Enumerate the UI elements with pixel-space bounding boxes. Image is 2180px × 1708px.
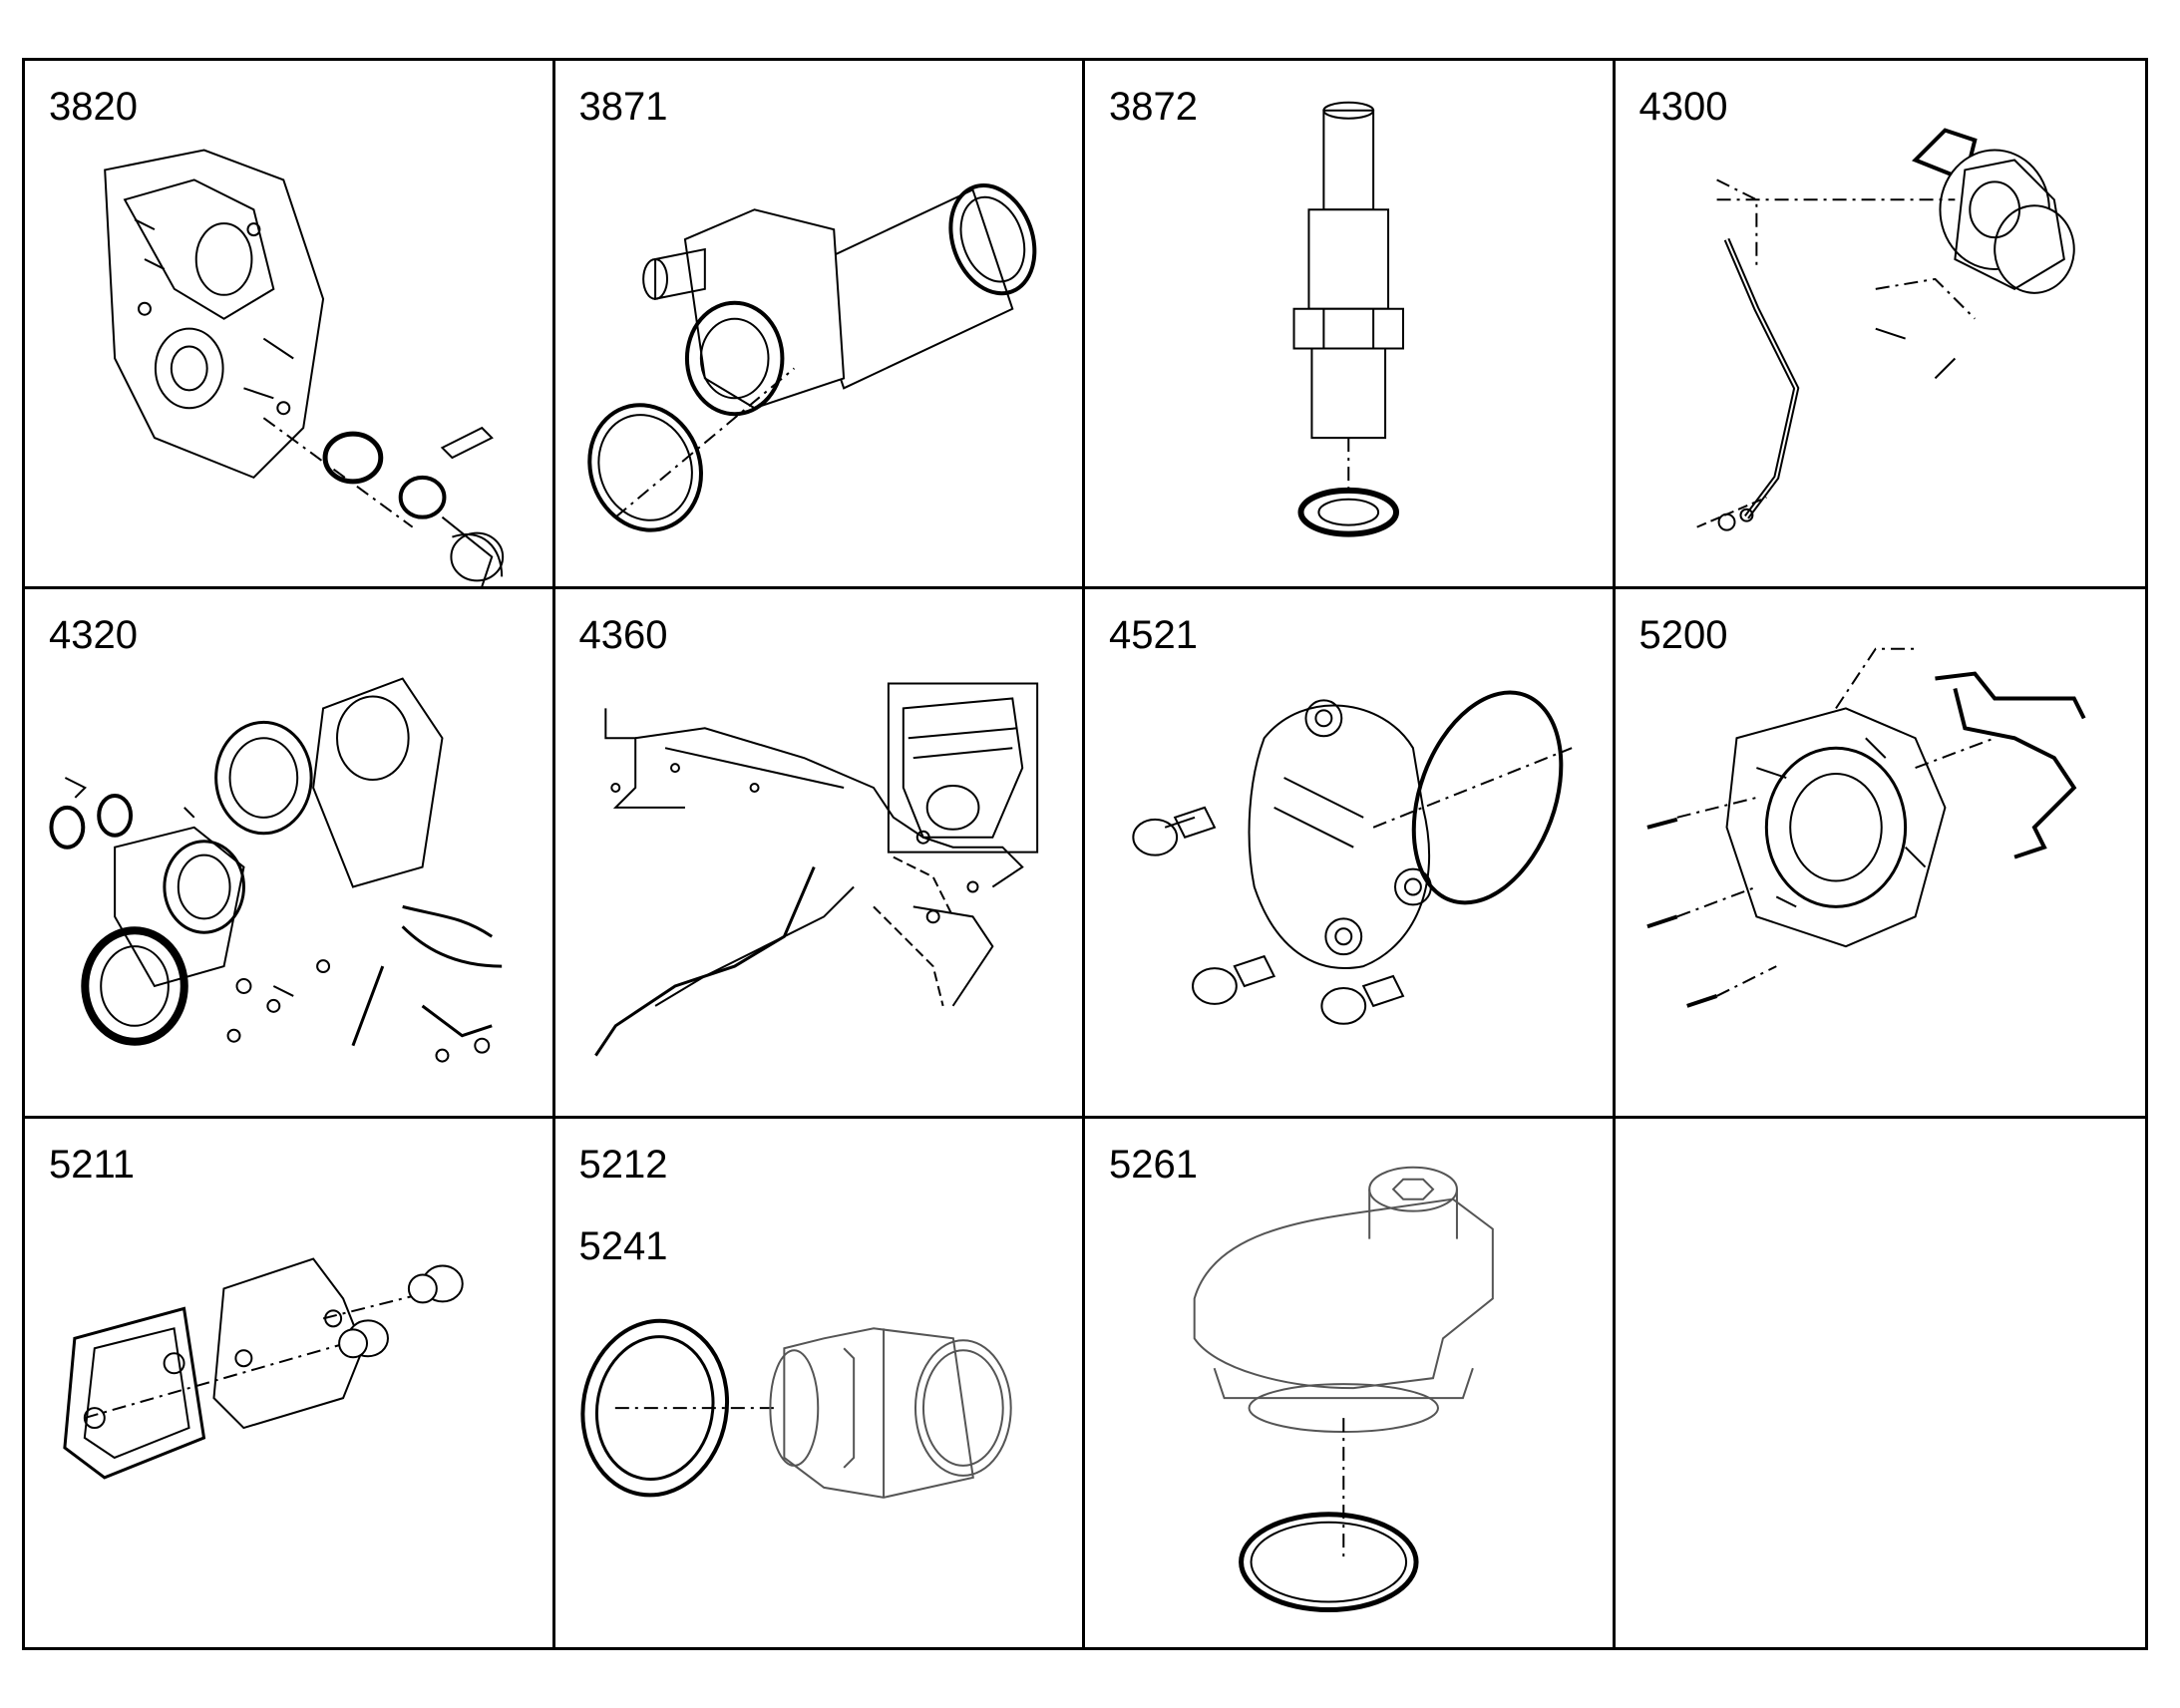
part-cell-3820[interactable]: 3820 xyxy=(25,61,555,590)
timing-case-drawing xyxy=(25,61,552,586)
part-code: 3820 xyxy=(49,85,138,129)
parts-grid: 3820 3871 xyxy=(22,58,2148,1650)
cover-plate-drawing xyxy=(1085,589,1613,1115)
part-code: 5261 xyxy=(1109,1142,1198,1187)
radial-seal-drawing xyxy=(555,1119,1083,1647)
part-cell-4521[interactable]: 4521 xyxy=(1085,589,1616,1119)
gasket-cover-drawing xyxy=(25,1119,552,1647)
part-cell-5261[interactable]: 5261 xyxy=(1085,1118,1616,1647)
flywheel-housing-drawing xyxy=(1616,589,2146,1115)
part-cell-5200[interactable]: 5200 xyxy=(1615,589,2146,1119)
empty-cell xyxy=(1616,1119,2146,1647)
part-code: 4360 xyxy=(578,613,668,658)
stud-drawing xyxy=(1085,61,1613,586)
part-code: 3872 xyxy=(1109,85,1198,129)
cap-o-ring-drawing xyxy=(1085,1119,1613,1647)
part-cell-5211[interactable]: 5211 xyxy=(25,1118,555,1647)
part-code: 5212 xyxy=(578,1142,668,1187)
part-cell-3872[interactable]: 3872 xyxy=(1085,61,1616,590)
part-cell-4360[interactable]: 4360 xyxy=(554,589,1085,1119)
pipe-connector-drawing xyxy=(555,61,1083,586)
turbo-oil-line-drawing xyxy=(1616,61,2146,586)
part-cell-4300[interactable]: 4300 xyxy=(1615,61,2146,590)
part-code: 5200 xyxy=(1638,613,1728,658)
part-code: 5211 xyxy=(49,1142,136,1187)
part-code: 4300 xyxy=(1638,85,1728,129)
turbo-housing-drawing xyxy=(25,589,552,1115)
part-code-secondary: 5241 xyxy=(578,1223,668,1268)
part-code: 4521 xyxy=(1109,613,1198,658)
part-cell-5212-5241[interactable]: 5212 5241 xyxy=(555,1118,1085,1647)
part-code: 3871 xyxy=(578,85,668,129)
part-code: 4320 xyxy=(49,613,138,658)
part-cell-4320[interactable]: 4320 xyxy=(25,589,555,1119)
part-cell-3871[interactable]: 3871 xyxy=(554,61,1085,590)
oil-lines-drawing xyxy=(555,589,1083,1115)
